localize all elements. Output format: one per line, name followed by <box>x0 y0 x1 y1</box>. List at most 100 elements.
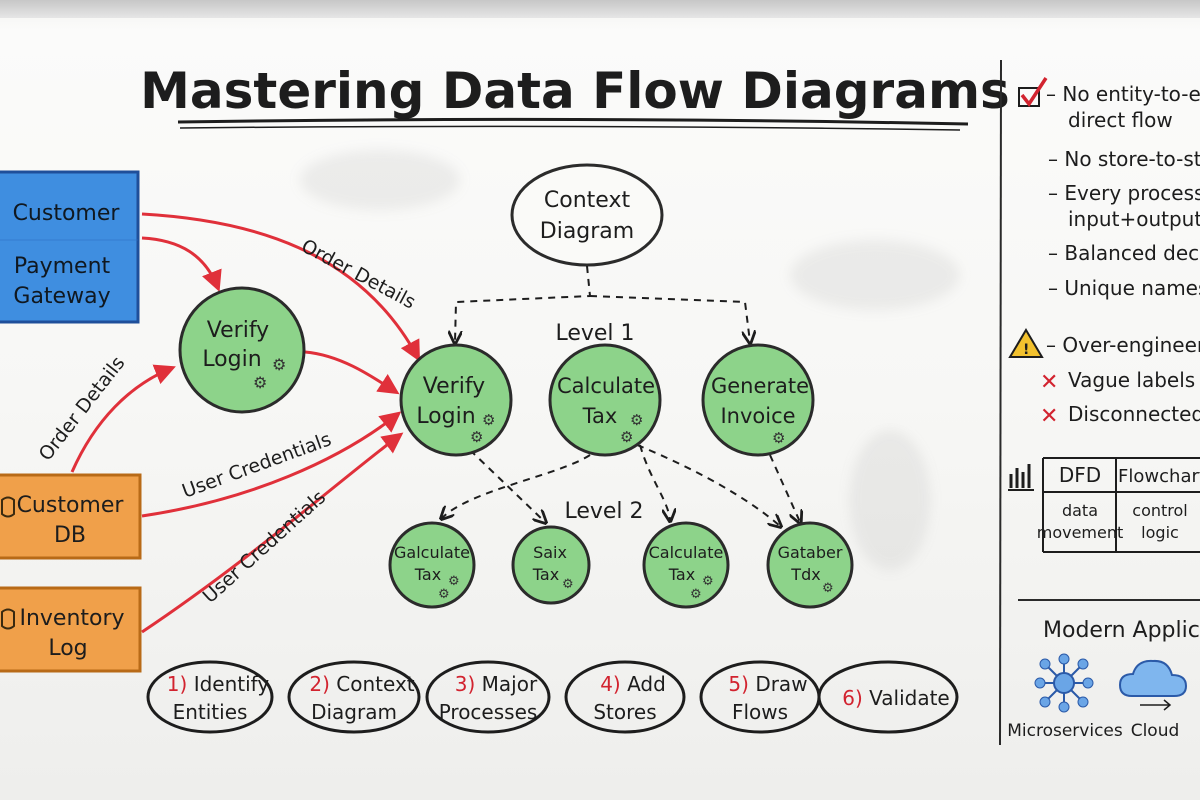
x-mark-icon: ✕ <box>1040 370 1058 395</box>
step-label-cont: Stores <box>593 700 656 724</box>
level1-process-generate-invoice: Generate Invoice ⚙ <box>701 343 815 457</box>
step-label: 1) Identify <box>167 672 270 696</box>
step-label: 4) Add <box>600 672 666 696</box>
entity-customer-label: Customer <box>13 201 121 226</box>
gear-icon: ⚙ <box>272 355 286 374</box>
gear-icon: ⚙ <box>822 581 834 596</box>
table-header: Flowchart <box>1118 466 1200 487</box>
level2-process-2: Saix Tax ⚙ <box>511 525 591 605</box>
dashed-arrow <box>769 454 800 522</box>
smudge <box>300 150 460 210</box>
flow-arrow <box>141 411 402 518</box>
gear-icon: ⚙ <box>702 574 714 589</box>
step-number: 1) <box>167 672 194 696</box>
rules-list: – No entity-to-e direct flow – No store-… <box>1018 77 1200 300</box>
page-title: Mastering Data Flow Diagrams <box>140 62 1010 120</box>
modern-applications: Modern Applica Microservices Cloud <box>1007 599 1200 741</box>
modern-item: Cloud <box>1131 721 1180 741</box>
warning-icon-mark: ! <box>1023 342 1029 358</box>
gear-icon: ⚙ <box>438 587 450 602</box>
warning-icon <box>1008 328 1044 358</box>
context-label: Context <box>544 188 631 213</box>
flow-label-order-details: Order Details <box>35 352 130 465</box>
data-flows <box>70 212 420 634</box>
level1-process-verify-login: Verify Login ⚙ ⚙ <box>399 343 513 457</box>
microservices-icon <box>1034 653 1094 713</box>
process-label: Tax <box>532 565 559 584</box>
entity-customer-payment: Customer Payment Gateway <box>0 170 140 324</box>
step-label-cont: Flows <box>732 700 788 724</box>
x-mark-icon: ✕ <box>1040 404 1058 429</box>
gear-icon: ⚙ <box>253 373 267 392</box>
process-label: Login <box>416 404 475 429</box>
flow-arrow <box>304 350 400 395</box>
entity-customer-db-line2: DB <box>54 523 86 548</box>
context-diagram-node: Context Diagram <box>510 163 664 267</box>
step-number: 2) <box>309 672 336 696</box>
step-oval: 6) Validate <box>817 660 959 734</box>
process-label: Login <box>202 347 261 372</box>
process-label: Tax <box>582 404 618 428</box>
checkmark-icon <box>1020 77 1048 108</box>
cloud-icon <box>1118 659 1188 711</box>
rule-item-cont: input+output <box>1068 207 1200 231</box>
rule-item: – No store-to-sto <box>1048 147 1200 171</box>
entity-customer-db: Customer DB <box>0 473 142 560</box>
modern-title: Modern Applica <box>1043 618 1200 643</box>
step-label-cont: Processes <box>439 700 538 724</box>
flow-arrow <box>70 364 176 473</box>
level2-process-1: Galculate Tax ⚙ ⚙ <box>388 521 476 609</box>
process-label: Calculate <box>649 543 724 562</box>
rule-item: – No entity-to-e <box>1046 82 1200 106</box>
flow-arrow <box>141 432 404 634</box>
entity-customer-db-line1: Customer <box>17 493 125 518</box>
entity-inventory-log: Inventory Log <box>0 586 142 673</box>
process-label: Verify <box>207 318 269 343</box>
gear-icon: ⚙ <box>562 577 574 592</box>
flow-label-order-details: Order Details <box>298 235 419 314</box>
process-label: Tax <box>414 565 441 584</box>
step-label-cont: Diagram <box>311 700 397 724</box>
process-label: Tdx <box>790 565 820 584</box>
database-icon <box>1 496 15 518</box>
rule-item: – Balanced decom <box>1048 241 1200 265</box>
rule-item-cont: direct flow <box>1068 108 1173 132</box>
bar-chart-icon <box>1009 464 1031 488</box>
table-cell: data <box>1062 501 1098 520</box>
step-number: 6) <box>842 686 869 710</box>
step-label: 2) Context <box>309 672 414 696</box>
dashed-arrow <box>469 449 545 522</box>
process-label: Generate <box>711 374 809 398</box>
process-label: Tax <box>668 565 695 584</box>
modern-item: Microservices <box>1007 721 1123 741</box>
step-label: 5) Draw <box>728 672 807 696</box>
process-label: Verify <box>423 374 485 399</box>
flow-arrow <box>141 236 222 292</box>
process-label: Gataber <box>778 543 843 562</box>
flow-label-user-credentials: User Credentials <box>199 486 330 607</box>
process-label: Calculate <box>557 374 655 398</box>
entity-payment-label: Payment <box>14 254 111 279</box>
gear-icon: ⚙ <box>620 428 633 446</box>
step-number: 3) <box>455 672 482 696</box>
step-label: 3) Major <box>455 672 538 696</box>
entity-inventory-line1: Inventory <box>19 606 124 631</box>
level-1-label: Level 1 <box>555 321 634 346</box>
process-verify-login-left: Verify Login ⚙ ⚙ <box>178 286 306 414</box>
whiteboard-frame <box>0 0 1200 18</box>
process-label: Saix <box>533 543 567 562</box>
section-divider <box>999 59 1002 746</box>
step-label: 6) Validate <box>842 686 950 710</box>
smudge <box>790 240 960 310</box>
smudge <box>850 430 930 570</box>
dfd-vs-flowchart-table: DFD Flowchart data movement control logi… <box>1008 457 1200 553</box>
table-cell: control <box>1132 501 1187 520</box>
pitfalls-list: ! – Over-engineeri ✕ Vague labels ✕ Disc… <box>1008 328 1200 429</box>
gear-icon: ⚙ <box>448 574 460 589</box>
